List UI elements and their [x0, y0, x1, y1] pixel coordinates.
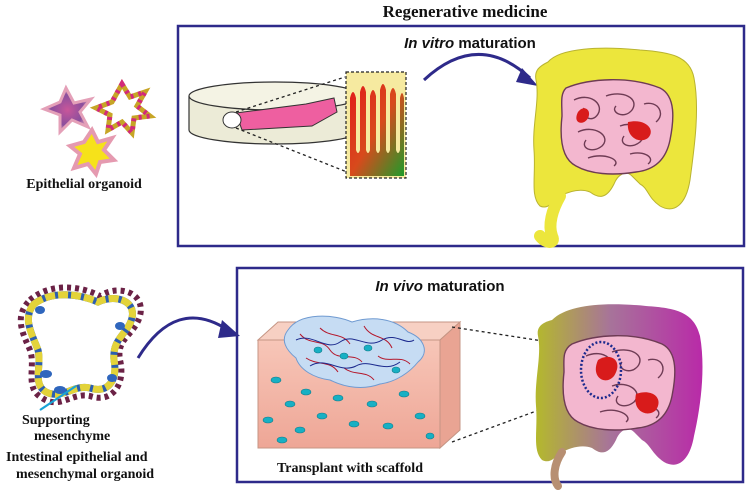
supporting-mesenchyme-label-line1: Supporting	[22, 413, 90, 428]
in-vitro-arrow	[422, 53, 532, 82]
transplant-site-circle	[579, 340, 623, 400]
transplant-caption: Transplant with scaffold	[277, 461, 423, 476]
intestinal-epithelial-mesenchymal-organoid	[17, 284, 144, 406]
in-vivo-heading: In vivo maturation	[375, 278, 504, 295]
in-vitro-heading: In vitro maturation	[404, 35, 536, 52]
supporting-mesenchyme-label-line2: mesenchyme	[34, 429, 110, 444]
intestinal-organoid-label-line1: Intestinal epithelial and	[6, 450, 148, 465]
supporting-mesenchyme-pointer	[39, 385, 77, 411]
epithelial-organoid-yellow	[65, 126, 119, 179]
in-vivo-arrowhead	[218, 320, 240, 338]
in-vivo-heading-rest: maturation	[423, 278, 505, 295]
epithelial-organoid-star-outline	[89, 79, 157, 139]
in-vitro-panel-frame	[176, 24, 746, 248]
in-vivo-heading-italic: In vivo	[375, 278, 423, 295]
petri-dish	[188, 81, 362, 145]
diagram-title: Regenerative medicine	[383, 2, 548, 21]
zoom-line-bottom	[235, 127, 348, 173]
crypt-villus-zoom	[345, 71, 407, 179]
intestine-in-vivo	[535, 304, 703, 490]
scaffold-block	[256, 315, 462, 450]
epithelial-organoid-label: Epithelial organoid	[26, 177, 142, 192]
zoom-line-top	[235, 76, 346, 113]
in-vitro-arrowhead	[516, 68, 538, 86]
epithelial-organoid-star-purple	[40, 84, 96, 136]
in-vivo-panel-frame	[235, 266, 745, 484]
intestine-in-vitro	[533, 47, 698, 248]
in-vitro-heading-rest: maturation	[454, 35, 536, 52]
intestinal-organoid-label-line2: mesenchymal organoid	[16, 467, 154, 482]
in-vitro-heading-italic: In vitro	[404, 35, 454, 52]
in-vivo-arrow	[136, 316, 229, 359]
